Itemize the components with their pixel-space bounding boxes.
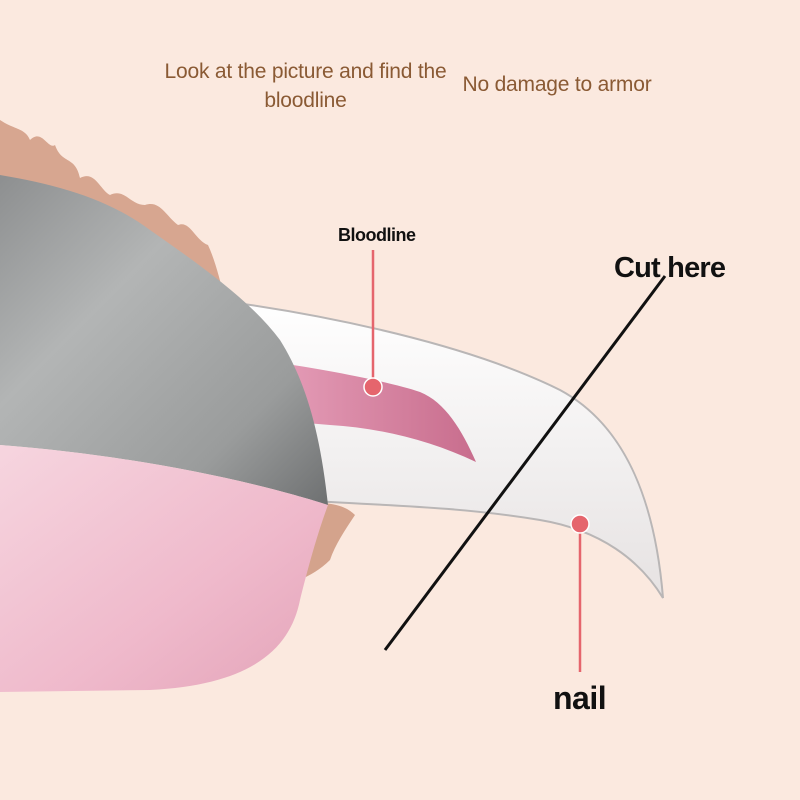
- nail-pointer-dot: [571, 515, 589, 533]
- bloodline-label: Bloodline: [338, 225, 416, 246]
- cut-here-label: Cut here: [614, 252, 725, 285]
- caption-text: No damage to armor: [452, 70, 662, 99]
- nail-label: nail: [553, 680, 606, 717]
- bloodline-pointer-dot: [364, 378, 382, 396]
- instruction-text: Look at the picture and find the bloodli…: [158, 57, 453, 115]
